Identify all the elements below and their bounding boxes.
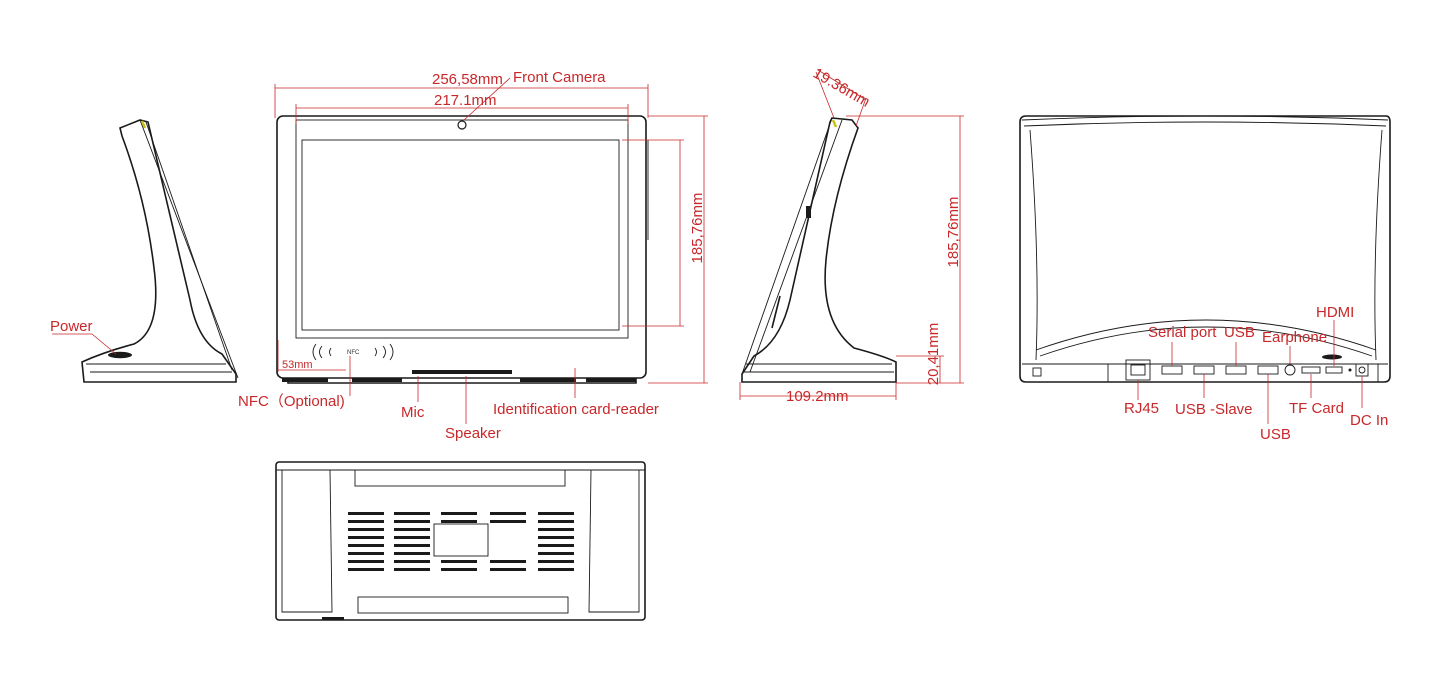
bottom-view [275, 461, 646, 621]
hdmi-port-icon [1325, 366, 1343, 374]
vent-slot [490, 512, 526, 515]
vent-slot [394, 552, 430, 555]
vent-slot [348, 560, 384, 563]
power-label: Power [50, 318, 93, 335]
vent-slot [348, 520, 384, 523]
id-card-reader-label: Identification card-reader [493, 401, 659, 418]
bottom-offset-dimension: 53mm [282, 359, 313, 371]
vent-slot [394, 536, 430, 539]
usb-port-2-icon [1257, 365, 1279, 375]
vent-slot [490, 520, 526, 523]
vent-slot [538, 568, 574, 571]
serial-port-icon [1161, 365, 1183, 375]
vent-slot [538, 544, 574, 547]
vent-slot [348, 512, 384, 515]
rj45-port-icon [1125, 359, 1151, 381]
vent-slot [538, 520, 574, 523]
usb-bottom-label: USB [1260, 426, 1291, 443]
left-side-view [81, 119, 239, 383]
vent-slot [441, 512, 477, 515]
usb-slave-port-icon [1193, 365, 1215, 375]
usb-top-label: USB [1224, 324, 1255, 341]
rj45-label: RJ45 [1124, 400, 1159, 417]
vent-slot [394, 520, 430, 523]
front-height-dimension: 185,76mm [689, 193, 706, 264]
earphone-label: Earphone [1262, 329, 1327, 346]
tf-card-slot-icon [1301, 366, 1321, 374]
vent-slot [348, 544, 384, 547]
back-view [1019, 115, 1391, 383]
bezel-depth-dimension: 19.36mm [810, 65, 873, 111]
usb-slave-label: USB -Slave [1175, 401, 1253, 418]
front-camera-label: Front Camera [513, 69, 606, 86]
nfc-optional-label: NFC（Optional) [238, 393, 345, 410]
vent-slot [348, 528, 384, 531]
base-depth-dimension: 109.2mm [786, 388, 849, 405]
vent-slot [538, 536, 574, 539]
speaker-label: Speaker [445, 425, 501, 442]
hdmi-label: HDMI [1316, 304, 1354, 321]
base-height-dimension: 20,41mm [925, 323, 942, 386]
vent-slot [348, 568, 384, 571]
vent-slot [348, 536, 384, 539]
vent-slot [538, 512, 574, 515]
vent-slot [441, 568, 477, 571]
vent-slot [538, 528, 574, 531]
vent-slot [348, 552, 384, 555]
dc-in-port-icon [1355, 363, 1369, 377]
usb-port-icon [1225, 365, 1247, 375]
vent-slots [348, 512, 574, 571]
side-height-dimension: 185,76mm [945, 197, 962, 268]
screen-width-dimension: 217.1mm [434, 92, 497, 109]
front-camera-icon [457, 120, 467, 130]
vent-slot [394, 568, 430, 571]
back-annotations [1137, 320, 1363, 424]
vent-slot [394, 544, 430, 547]
vent-slot [490, 568, 526, 571]
vent-slot [490, 560, 526, 563]
vent-slot [394, 560, 430, 563]
nfc-symbol-icon: NFC [312, 343, 394, 361]
vent-slot [441, 560, 477, 563]
vent-slot [538, 552, 574, 555]
front-dimensions [274, 77, 708, 424]
side-dimensions [739, 69, 964, 400]
mic-label: Mic [401, 404, 425, 421]
dc-in-label: DC In [1350, 412, 1388, 429]
front-view: NFC [276, 115, 649, 384]
tf-card-label: TF Card [1289, 400, 1344, 417]
vent-slot [394, 512, 430, 515]
vent-slot [441, 520, 477, 523]
overall-width-dimension: 256,58mm [432, 71, 503, 88]
nfc-chip-label: NFC [347, 350, 360, 356]
vent-slot [394, 528, 430, 531]
vent-slot [538, 560, 574, 563]
serial-port-label: Serial port [1148, 324, 1217, 341]
right-side-view [741, 117, 897, 383]
earphone-jack-icon [1284, 364, 1296, 376]
